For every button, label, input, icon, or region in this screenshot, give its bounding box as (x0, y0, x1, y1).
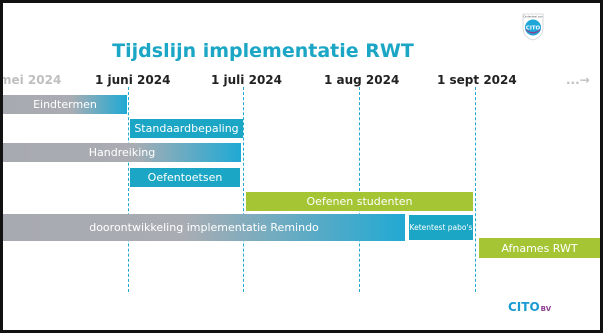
bar-standaardbepaling: Standaardbepaling (130, 119, 243, 138)
bar-oefenen-studenten: Oefenen studenten (246, 192, 473, 211)
slide: Onderdeel van CITO Tijdslijn implementat… (3, 3, 600, 330)
cito-badge-logo: Onderdeel van CITO (522, 13, 544, 41)
date-mei-2024: mei 2024 (3, 73, 62, 87)
bar-handreiking: Handreiking (3, 143, 241, 162)
badge-logo-text: CITO (526, 26, 541, 32)
date-juni-2024: 1 juni 2024 (95, 73, 171, 87)
guide-line-juni (128, 87, 129, 292)
slide-title: Tijdslijn implementatie RWT (112, 40, 414, 62)
cito-bv-logo: CITOBV (508, 300, 551, 314)
bar-doorontwikkeling: doorontwikkeling implementatie Remindo (3, 214, 405, 241)
date-juli-2024: 1 juli 2024 (211, 73, 282, 87)
badge-top-text: Onderdeel van (523, 15, 542, 19)
date-aug-2024: 1 aug 2024 (324, 73, 400, 87)
footer-logo-text: CITO (508, 300, 540, 314)
footer-logo-suffix: BV (540, 305, 552, 313)
bar-afnames-rwt: Afnames RWT (479, 238, 600, 258)
bar-oefentoetsen: Oefentoetsen (130, 168, 240, 187)
date-sept-2024: 1 sept 2024 (437, 73, 517, 87)
bar-eindtermen: Eindtermen (3, 95, 127, 114)
bar-ketentest: Ketentest pabo's (409, 215, 473, 240)
guide-line-aug (359, 87, 360, 292)
guide-line-sept (475, 87, 476, 292)
guide-line-juli (243, 87, 244, 292)
timeline-continues-arrow: ...→ (566, 73, 590, 87)
